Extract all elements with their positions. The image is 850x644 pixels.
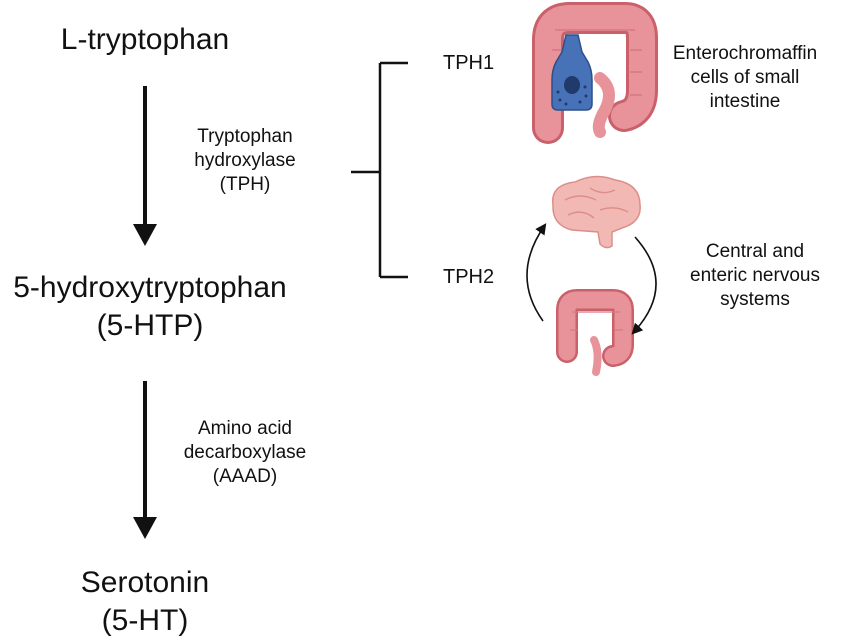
enzyme-aaad-label: Amino acid decarboxylase (AAAD) — [170, 417, 320, 489]
isoform-tph1-label: TPH1 — [443, 52, 495, 74]
tissue-tph1-line1: Enterochromaffin — [672, 43, 818, 64]
gut-brain-cycle-arrows — [526, 223, 657, 335]
enzyme-aaad-line1: Amino acid — [198, 418, 292, 439]
enzyme-aaad-line2: decarboxylase — [183, 442, 307, 463]
enzyme-tph-line2: hydroxylase — [194, 150, 296, 171]
arrow-tryptophan-to-5htp — [133, 86, 157, 246]
enzyme-aaad-line3: (AAAD) — [212, 466, 278, 487]
product-label: Serotonin (5-HT) — [40, 564, 250, 640]
product-abbrev: (5-HT) — [101, 604, 189, 637]
tissue-tph1-label: Enterochromaffin cells of small intestin… — [660, 42, 830, 114]
tissue-tph2-line3: systems — [720, 289, 790, 310]
substrate-text: L-tryptophan — [60, 23, 230, 56]
enzyme-tph-line3: (TPH) — [219, 174, 271, 195]
tissue-tph2-line2: enteric nervous — [690, 265, 820, 286]
intestine-icon — [556, 289, 634, 376]
enzyme-tph-line1: Tryptophan — [197, 126, 293, 147]
intermediate-abbrev: (5-HTP) — [96, 309, 204, 342]
intestine-enterochromaffin-icon — [532, 2, 658, 144]
tissue-tph2-line1: Central and — [705, 241, 805, 262]
intermediate-name: 5-hydroxytryptophan — [13, 271, 287, 304]
brain-icon — [551, 175, 641, 249]
tph-isoform-bracket — [351, 61, 408, 279]
tissue-tph1-line3: intestine — [709, 91, 781, 112]
intermediate-label: 5-hydroxytryptophan (5-HTP) — [0, 269, 300, 345]
tissue-tph2-label: Central and enteric nervous systems — [670, 240, 840, 312]
substrate-label: L-tryptophan — [40, 21, 250, 59]
tissue-tph1-line2: cells of small — [690, 67, 800, 88]
enzyme-tph-label: Tryptophan hydroxylase (TPH) — [170, 125, 320, 197]
product-name: Serotonin — [80, 566, 210, 599]
arrow-5htp-to-serotonin — [133, 381, 157, 539]
isoform-tph2-label: TPH2 — [443, 266, 495, 288]
